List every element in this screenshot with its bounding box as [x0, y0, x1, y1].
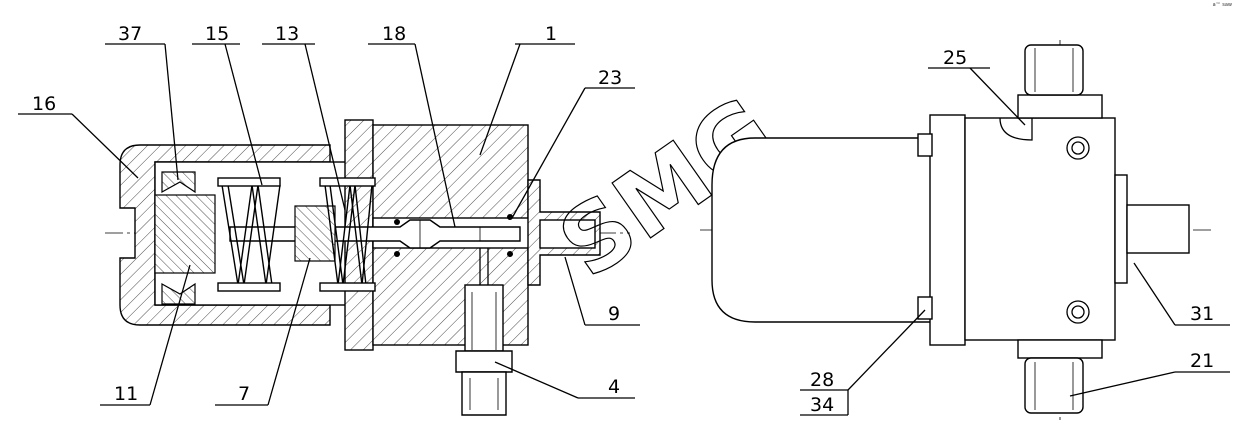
- label-31: 31: [1190, 303, 1214, 325]
- label-25: 25: [943, 47, 967, 69]
- mount-hole-top: [1066, 136, 1090, 160]
- label-37: 37: [118, 23, 142, 45]
- label-11: 11: [114, 383, 138, 405]
- callout-labels: 37 15 13 18 1 23 16 11 7 9 4 25 31 21 28…: [32, 23, 1214, 416]
- external-view: [700, 40, 1215, 420]
- label-21: 21: [1190, 350, 1214, 372]
- spring-13: [319, 177, 376, 292]
- boss-bore: [539, 219, 596, 249]
- seal-37-bottom: [161, 282, 196, 305]
- section-view: [105, 119, 630, 416]
- bottom-fitting-nut: [1024, 357, 1084, 414]
- mount-flange: [929, 114, 966, 346]
- top-fitting-nut: [1024, 44, 1084, 96]
- label-9: 9: [608, 303, 620, 325]
- corner-note: a™ saw: [1212, 2, 1232, 8]
- seal-23-a: [394, 219, 400, 225]
- valve-block: [964, 117, 1116, 341]
- output-shaft: [1126, 204, 1190, 254]
- label-28: 28: [810, 369, 834, 391]
- mount-hole-bottom: [1066, 300, 1090, 324]
- bottom-fitting-hex: [1017, 339, 1103, 359]
- label-34: 34: [810, 394, 834, 416]
- callouts: [18, 43, 1230, 416]
- top-fitting-hex: [1017, 94, 1103, 119]
- label-15: 15: [205, 23, 229, 45]
- label-18: 18: [382, 23, 406, 45]
- bolt-top: [917, 133, 933, 157]
- shaft-collar: [1114, 174, 1128, 284]
- seal-23-c: [507, 214, 513, 220]
- cylinder-barrel: [711, 137, 936, 323]
- plug-25: [999, 117, 1033, 141]
- seal-37-top: [161, 171, 196, 194]
- label-13: 13: [275, 23, 299, 45]
- label-16: 16: [32, 93, 56, 115]
- label-1: 1: [545, 23, 557, 45]
- fitting-4: [455, 248, 513, 416]
- label-4: 4: [608, 376, 620, 398]
- seal-23-d: [507, 251, 513, 257]
- label-23: 23: [598, 67, 622, 89]
- spring-15: [217, 177, 281, 292]
- end-plug-11: [154, 194, 216, 274]
- seal-23-b: [394, 251, 400, 257]
- label-7: 7: [238, 383, 250, 405]
